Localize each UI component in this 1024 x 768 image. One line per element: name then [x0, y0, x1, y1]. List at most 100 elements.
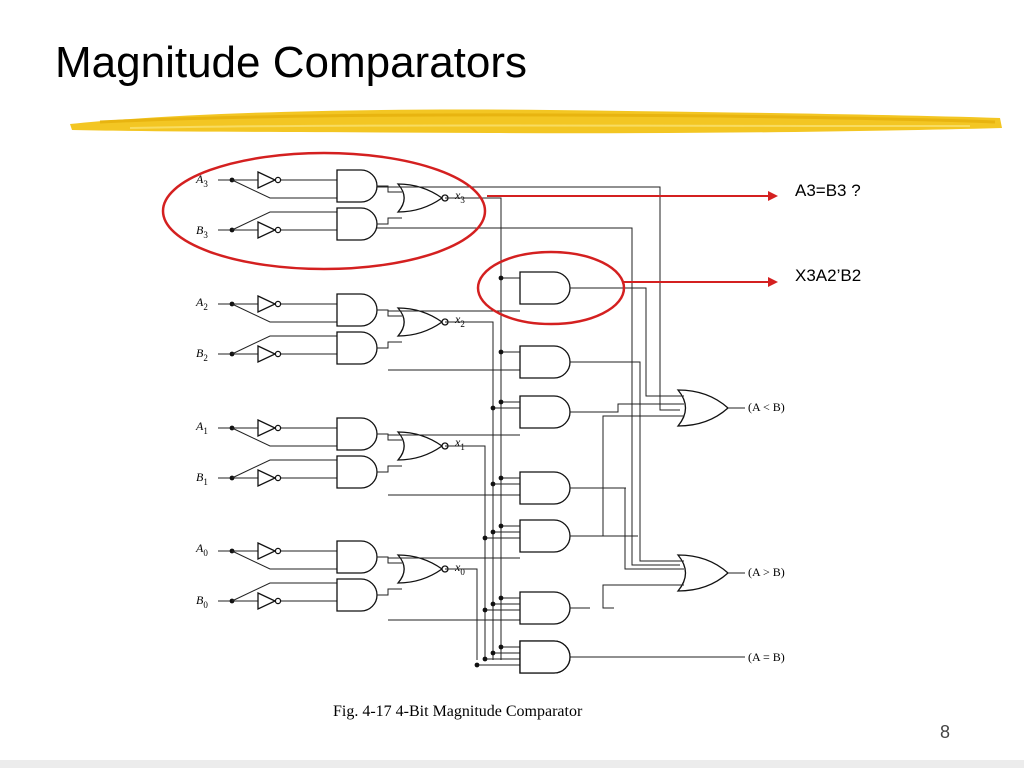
- wire-and-top-nor-2: [377, 309, 402, 317]
- wire-cross-a3: [231, 179, 337, 199]
- inverter-a2: [257, 294, 277, 314]
- inverter-b2: [257, 344, 277, 364]
- and-x3x2-a1-tap-dot-0: [498, 399, 504, 405]
- bus-x2: [486, 321, 494, 660]
- and-all-equal-tap-dot-3: [474, 662, 480, 668]
- wire-and-bottom-nor-3: [377, 217, 402, 225]
- wire-and-top-nor-3: [377, 185, 402, 193]
- input-labels: A3 B3 A2 B2 A1 B1 A0 B0: [195, 172, 208, 610]
- and-x3x2x1-b0-tap-dot-2: [482, 607, 488, 613]
- and-x3x2x1-a0-tap-dot-1: [490, 529, 496, 535]
- highlight-ellipse-and-gate: [476, 250, 626, 326]
- and-gate-top-1: [336, 417, 378, 451]
- inverter-a0-bubble: [274, 547, 282, 555]
- annotation-a3-equals-b3: A3=B3 ?: [795, 181, 861, 200]
- or-gate-a-greater-b: [676, 554, 729, 592]
- output-label-a-greater-b: (A > B): [748, 565, 785, 579]
- title-underline-brush: [70, 109, 1002, 134]
- nor-gate-0: [396, 554, 444, 584]
- wire-lt-in-0: [590, 287, 684, 397]
- bus-x1: [478, 445, 486, 660]
- input-label-b3: B3: [196, 223, 208, 240]
- and-all-equal-tap-dot-0: [498, 644, 504, 650]
- bit-stage-2: [218, 293, 486, 365]
- x2-label: x2: [454, 312, 465, 329]
- wire-and-top-nor-0: [377, 556, 402, 564]
- inverter-a3: [257, 170, 277, 190]
- and-gate-bottom-3: [336, 207, 378, 241]
- wire-cross-a0: [231, 550, 337, 570]
- inverter-b0-bubble: [274, 597, 282, 605]
- and-x3x2x1-a0-tap-dot-0: [498, 523, 504, 529]
- and-gate-a-equal-b-final: [519, 640, 571, 674]
- input-label-b2: B2: [196, 346, 208, 363]
- and-all-equal-tap-dot-2: [482, 656, 488, 662]
- page-number: 8: [940, 722, 951, 742]
- input-label-a2: A2: [195, 295, 208, 312]
- inverter-b3-bubble: [274, 226, 282, 234]
- or-gate-a-less-b: [676, 389, 729, 427]
- wire-gt-in-2: [602, 584, 684, 609]
- and-gate-bottom-1: [336, 455, 378, 489]
- highlights: [161, 151, 778, 326]
- and-x3-b2: [519, 345, 571, 379]
- and-x3-a2-tap-dot-0: [498, 275, 504, 281]
- wire-cross-b0: [231, 582, 337, 602]
- wire-b3-gt: [377, 227, 680, 566]
- inverter-a1: [257, 418, 277, 438]
- inverter-a2-bubble: [274, 300, 282, 308]
- wire-gt-in-1: [602, 487, 684, 570]
- input-label-a1: A1: [195, 419, 208, 436]
- wire-a3-lt: [377, 186, 680, 411]
- inverter-a1-bubble: [274, 424, 282, 432]
- wire-and-bottom-nor-0: [377, 588, 402, 596]
- output-label-a-equal-b: (A = B): [748, 650, 785, 664]
- and-x3x2-b1: [519, 471, 571, 505]
- inverter-a3-bubble: [274, 176, 282, 184]
- figure-caption: Fig. 4-17 4-Bit Magnitude Comparator: [333, 703, 583, 720]
- and-gate-bottom-2: [336, 331, 378, 365]
- wire-cross-a2: [231, 303, 337, 323]
- and-x3x2-b1-tap-dot-1: [490, 481, 496, 487]
- bus-x3: [494, 197, 502, 660]
- inverter-a0: [257, 541, 277, 561]
- output-label-a-less-b: (A < B): [748, 400, 785, 414]
- and-gate-top-3: [336, 169, 378, 203]
- slide-title: Magnitude Comparators: [55, 38, 528, 87]
- inverter-b1-bubble: [274, 474, 282, 482]
- bus-x0: [470, 568, 478, 660]
- nor-gate-1: [396, 431, 444, 461]
- and-x3x2x1-b0-tap-dot-1: [490, 601, 496, 607]
- input-label-a0: A0: [195, 541, 208, 558]
- inverter-b1: [257, 468, 277, 488]
- output-labels: (A < B) (A > B) (A = B): [748, 400, 785, 664]
- footer-bar: [0, 760, 1024, 768]
- wire-and-bottom-nor-1: [377, 465, 402, 473]
- and-x3x2x1-b0: [519, 591, 571, 625]
- inverter-b2-bubble: [274, 350, 282, 358]
- and-x3x2-a1: [519, 395, 571, 429]
- wire-cross-b2: [231, 335, 337, 355]
- bit-stage-1: [218, 417, 478, 489]
- bit-stages: [218, 169, 680, 674]
- and-gate-top-2: [336, 293, 378, 327]
- nor-gate-2: [396, 307, 444, 337]
- and-x3-a2: [519, 271, 571, 305]
- inverter-b0: [257, 591, 277, 611]
- and-x3x2-b1-tap-dot-0: [498, 475, 504, 481]
- wire-and-top-nor-1: [377, 433, 402, 441]
- and-all-equal-tap-dot-1: [490, 650, 496, 656]
- and-x3x2x1-b0-tap-dot-0: [498, 595, 504, 601]
- wire-gt-in-0: [590, 361, 684, 562]
- input-label-b1: B1: [196, 470, 208, 487]
- and-x3x2x1-a0: [519, 519, 571, 553]
- x3-label: x3: [454, 188, 465, 205]
- arrowhead-x3a2b2: [768, 277, 778, 287]
- output-gates: [519, 287, 745, 674]
- wire-and-bottom-nor-2: [377, 341, 402, 349]
- wire-cross-b3: [231, 211, 337, 231]
- arrowhead-a3b3: [768, 191, 778, 201]
- wire-lt-in-2: [602, 415, 684, 537]
- and-x3x2x1-a0-tap-dot-2: [482, 535, 488, 541]
